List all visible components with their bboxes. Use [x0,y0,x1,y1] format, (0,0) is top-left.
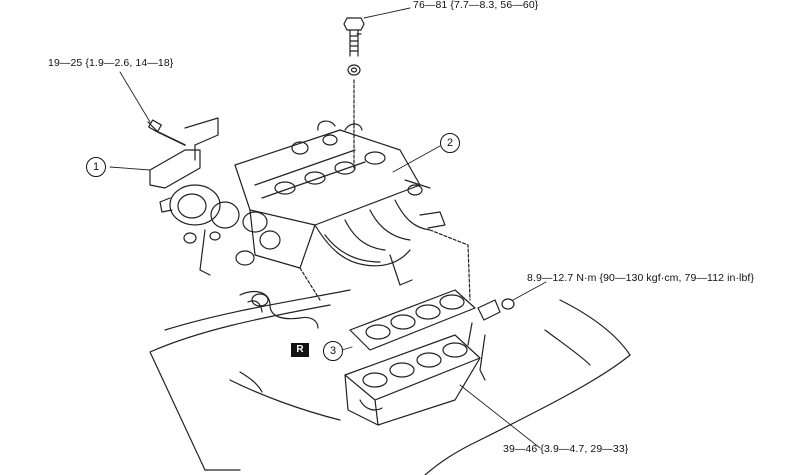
cylinder-block [344,334,481,426]
callout-1: 1 [86,157,106,177]
engine-bay-outline [149,289,631,475]
bracket-part [149,117,219,189]
cylinder-head-assembly [234,120,431,269]
torque-label-upper-left: 19—25 {1.9—2.6, 14—18} [48,57,174,69]
torque-label-bottom: 39—46 {3.9—4.7, 29—33} [503,443,629,455]
timing-pulleys [235,211,281,266]
callout-3: 3 [323,341,343,361]
head-bolt-stack [343,17,365,169]
torque-label-top: 76—81 {7.7—8.3, 56—60} [413,0,539,11]
alignment-lines [299,229,471,301]
throttle-body [159,184,240,276]
exhaust-manifold [314,199,446,286]
replace-badge: R [291,343,309,357]
leader-lines [109,7,547,449]
head-gasket [349,289,476,351]
torque-label-right: 8.9—12.7 N·m {90—130 kgf·cm, 79—112 in·l… [527,272,755,284]
hose-part [239,291,319,329]
callout-2: 2 [440,133,460,153]
upper-left-bolt [147,119,186,146]
side-bolt [467,298,515,381]
